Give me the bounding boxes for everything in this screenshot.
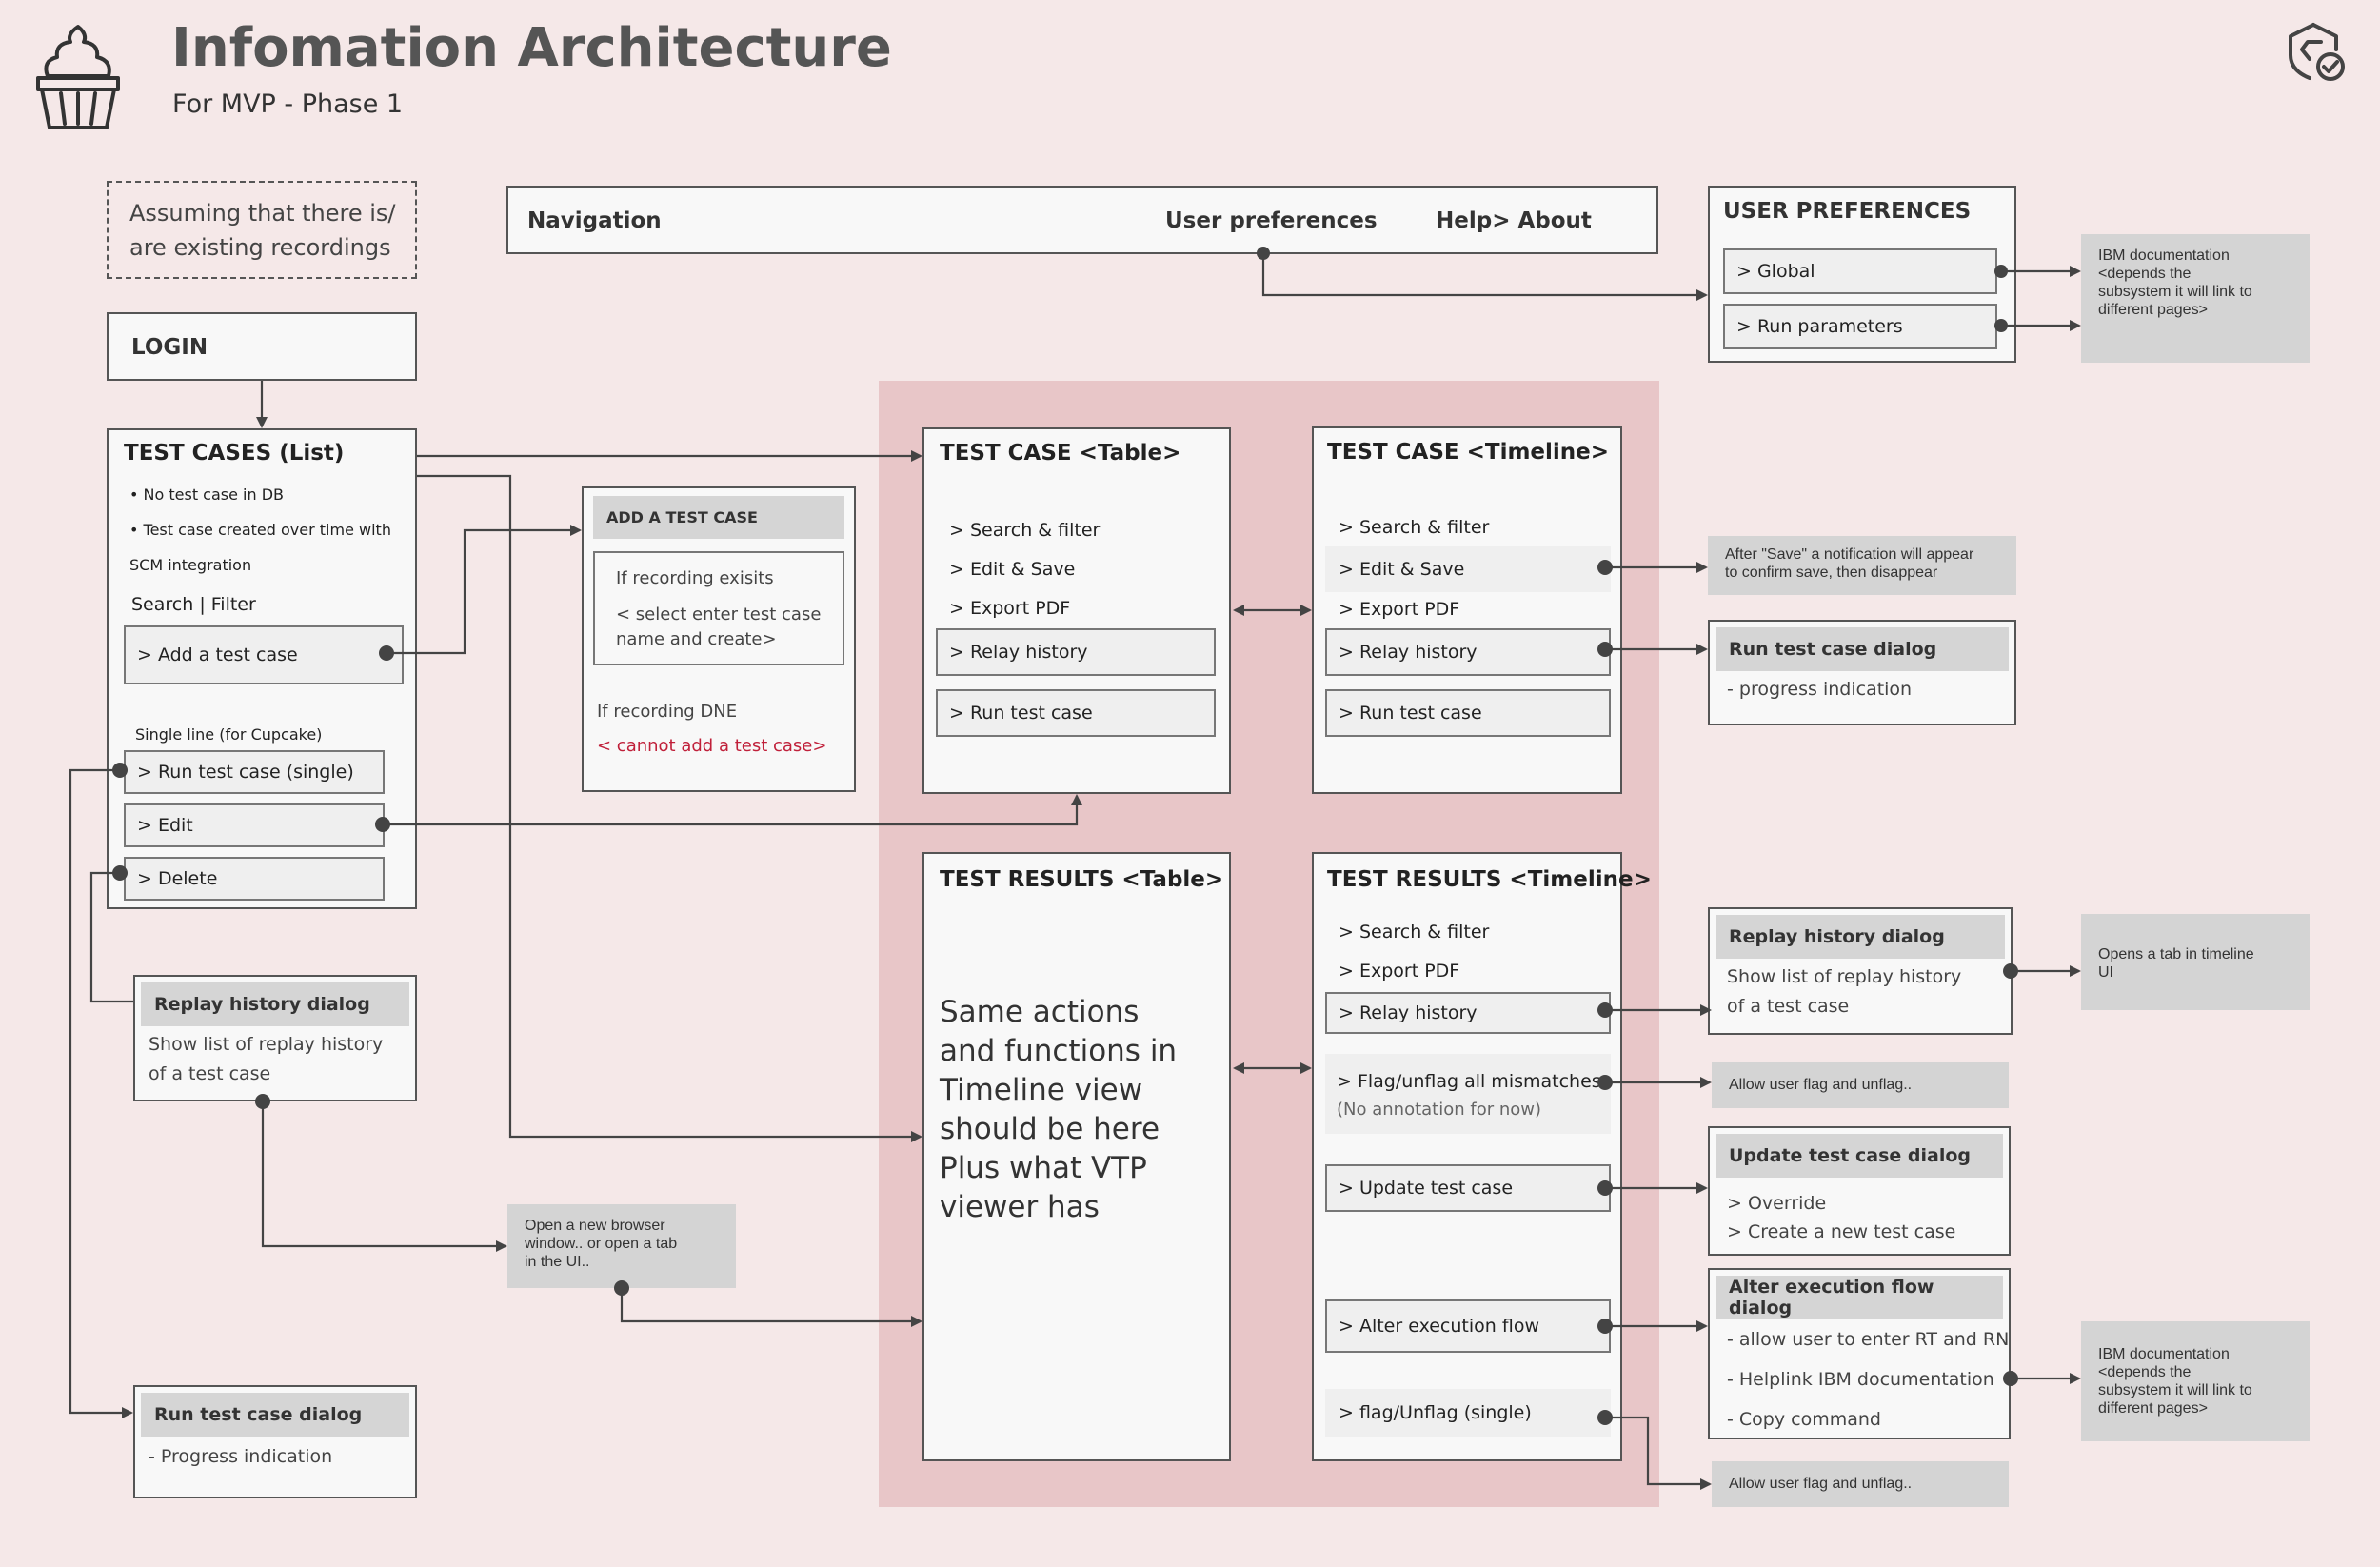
cupcake-logo-icon [30, 21, 126, 135]
test-results-timeline-panel: TEST RESULTS <Timeline> > Search & filte… [1312, 852, 1652, 1461]
search-filter-label[interactable]: Search | Filter [131, 594, 256, 615]
ibm-documentation-note-bottom: IBM documentation <depends the subsystem… [2081, 1321, 2310, 1441]
user-preferences-panel: USER PREFERENCES > Global > Run paramete… [1708, 186, 2016, 363]
add-test-case-title: ADD A TEST CASE [593, 496, 844, 539]
test-case-timeline-panel: TEST CASE <Timeline> > Search & filter >… [1312, 426, 1622, 794]
page-subtitle: For MVP - Phase 1 [172, 89, 404, 119]
tr-timeline-update-test-case[interactable]: > Update test case [1325, 1164, 1611, 1212]
test-results-table-title: TEST RESULTS <Table> [940, 867, 1224, 892]
run-test-case-dialog-left: Run test case dialog - Progress indicati… [133, 1385, 417, 1498]
nav-user-preferences-link[interactable]: User preferences [1165, 208, 1378, 233]
recording-exists-box: If recording exisits < select enter test… [593, 551, 844, 665]
allow-flag-note-1: Allow user flag and unflag.. [1712, 1062, 2009, 1108]
tc-timeline-run-test-case[interactable]: > Run test case [1325, 689, 1611, 737]
tc-table-relay-history[interactable]: > Relay history [936, 628, 1216, 676]
nav-label: Navigation [527, 208, 662, 233]
page-title: Infomation Architecture [171, 17, 892, 79]
test-case-table-panel: TEST CASE <Table> > Search & filter > Ed… [922, 427, 1231, 794]
replay-history-dialog-left: Replay history dialog Show list of repla… [133, 975, 417, 1101]
test-cases-list-panel: TEST CASES (List) • No test case in DB •… [107, 428, 417, 909]
opens-tab-note: Opens a tab in timeline UI [2081, 914, 2310, 1010]
tr-timeline-flag-all[interactable]: > Flag/unflag all mismatches (No annotat… [1325, 1054, 1611, 1134]
login-box[interactable]: LOGIN [107, 312, 417, 381]
browser-window-note: Open a new browser window.. or open a ta… [507, 1204, 736, 1288]
alter-execution-flow-dialog: Alter execution flow dialog - allow user… [1708, 1268, 2011, 1439]
tc-table-run-test-case[interactable]: > Run test case [936, 689, 1216, 737]
tr-timeline-flag-single[interactable]: > flag/Unflag (single) [1325, 1389, 1611, 1437]
add-test-case-panel: ADD A TEST CASE If recording exisits < s… [582, 486, 856, 792]
test-case-timeline-title: TEST CASE <Timeline> [1327, 440, 1610, 465]
shield-check-icon [2287, 21, 2346, 82]
tc-timeline-relay-history[interactable]: > Relay history [1325, 628, 1611, 676]
user-preferences-global[interactable]: > Global [1723, 248, 1997, 294]
replay-history-dialog-right: Replay history dialog Show list of repla… [1708, 907, 2013, 1035]
delete-item[interactable]: > Delete [124, 857, 385, 901]
user-preferences-title: USER PREFERENCES [1723, 199, 1972, 224]
cannot-add-error-text: < cannot add a test case> [597, 736, 827, 756]
user-preferences-run-parameters[interactable]: > Run parameters [1723, 304, 1997, 349]
nav-help-about-link[interactable]: Help> About [1436, 208, 1592, 233]
nav-to-user-prefs [1261, 253, 1708, 301]
tr-timeline-alter-execution-flow[interactable]: > Alter execution flow [1325, 1299, 1611, 1353]
run-test-case-dialog-right: Run test case dialog - progress indicati… [1708, 620, 2016, 725]
assumption-note: Assuming that there is/ are existing rec… [107, 181, 417, 279]
ibm-documentation-note-top: IBM documentation <depends the subsystem… [2081, 234, 2310, 363]
test-cases-list-title: TEST CASES (List) [124, 441, 345, 466]
add-test-case-item[interactable]: > Add a test case [124, 625, 404, 684]
navigation-bar: Navigation User preferences Help> About [506, 186, 1658, 254]
tc-timeline-edit-save[interactable]: > Edit & Save [1325, 546, 1611, 592]
test-case-table-title: TEST CASE <Table> [940, 441, 1181, 466]
save-notification-note: After "Save" a notification will appear … [1708, 536, 2016, 595]
allow-flag-note-2: Allow user flag and unflag.. [1712, 1461, 2009, 1507]
test-results-timeline-title: TEST RESULTS <Timeline> [1327, 867, 1652, 892]
test-results-table-panel: TEST RESULTS <Table> Same actions and fu… [922, 852, 1231, 1461]
edit-item[interactable]: > Edit [124, 803, 385, 847]
update-test-case-dialog: Update test case dialog > Override > Cre… [1708, 1126, 2011, 1256]
